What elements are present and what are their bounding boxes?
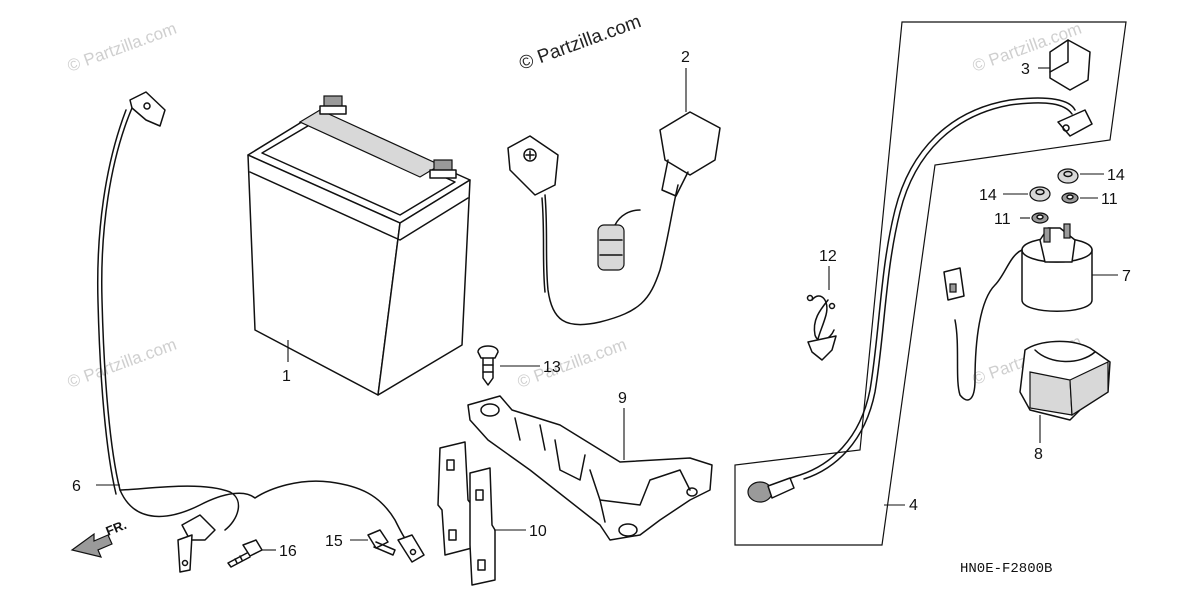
callout-10: 10 [529, 523, 547, 540]
starter-cable-2[interactable] [507, 111, 721, 326]
watermark: © Partzilla.com [65, 335, 179, 392]
callout-6: 6 [72, 478, 81, 495]
bolt-15[interactable] [367, 529, 396, 556]
callout-11-left: 11 [994, 211, 1011, 228]
terminal-cover-3[interactable] [1049, 39, 1091, 91]
callout-7: 7 [1122, 268, 1131, 285]
callout-14-left: 14 [979, 187, 997, 204]
callout-1: 1 [282, 368, 291, 385]
battery-holder-9[interactable] [467, 395, 713, 541]
washer-11-left[interactable] [1031, 212, 1049, 224]
callout-8: 8 [1034, 446, 1043, 463]
washer-11-right[interactable] [1061, 192, 1079, 204]
band-12[interactable] [806, 294, 837, 361]
holder-plate-10[interactable] [437, 441, 496, 586]
watermark: © Partzilla.com [65, 19, 179, 76]
assembly-frame [734, 21, 1127, 546]
battery[interactable] [247, 95, 471, 396]
callout-2: 2 [681, 49, 690, 66]
starter-relay-7[interactable] [943, 223, 1093, 401]
callout-15: 15 [325, 533, 343, 550]
callout-4: 4 [909, 497, 918, 514]
callout-16: 16 [279, 543, 297, 560]
starter-cable-4[interactable] [747, 97, 1093, 503]
callout-3: 3 [1021, 61, 1030, 78]
watermark-main: © Partzilla.com [517, 11, 644, 75]
front-direction-label: FR. [104, 517, 129, 539]
callout-13: 13 [543, 359, 561, 376]
clip-13[interactable] [477, 345, 499, 386]
battery-cable-6[interactable] [96, 91, 425, 573]
bolt-16[interactable] [227, 539, 263, 568]
callout-11-right: 11 [1101, 191, 1118, 208]
watermarks: © Partzilla.com © Partzilla.com © Partzi… [65, 11, 1084, 392]
watermark: © Partzilla.com [515, 335, 629, 392]
callout-12: 12 [819, 248, 837, 265]
nut-14-right[interactable] [1057, 168, 1079, 184]
nut-14-left[interactable] [1029, 186, 1051, 202]
front-direction-arrow: FR. [70, 517, 129, 558]
callout-14-right: 14 [1107, 167, 1125, 184]
relay-holder-8[interactable] [1019, 340, 1111, 421]
callout-9: 9 [618, 390, 627, 407]
diagram-code: HN0E-F2800B [960, 561, 1052, 577]
